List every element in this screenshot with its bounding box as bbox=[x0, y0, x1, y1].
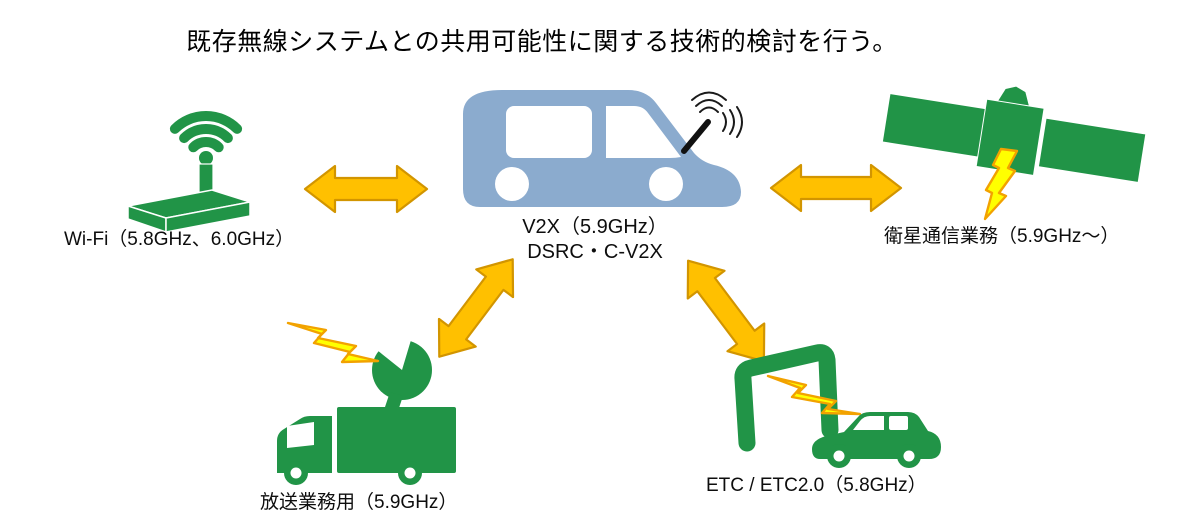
page-title: 既存無線システムとの共用可能性に関する技術的検討を行う。 bbox=[186, 28, 898, 56]
lightning-bolt-icon bbox=[766, 374, 862, 416]
car-antenna bbox=[681, 119, 711, 154]
antenna-wave-icon bbox=[691, 91, 727, 101]
truck-box bbox=[337, 407, 456, 473]
arrow-wifi-v2x bbox=[303, 164, 429, 214]
double-arrow-icon bbox=[769, 163, 903, 213]
arrow-v2x-broadcast bbox=[437, 258, 515, 358]
satellite-panel-left bbox=[882, 94, 990, 158]
truck-wheel-hub bbox=[290, 467, 302, 479]
wifi-label: Wi-Fi（5.8GHz、6.0GHz） bbox=[64, 229, 295, 250]
wifi-arc-medium bbox=[179, 124, 233, 144]
broadcast-label: 放送業務用（5.9GHz） bbox=[260, 492, 458, 513]
router-box-front bbox=[165, 201, 251, 233]
lightning-bolt-icon bbox=[286, 321, 380, 364]
wifi-arc-dot bbox=[199, 151, 213, 165]
truck-window bbox=[287, 422, 314, 448]
etc-label: ETC / ETC2.0（5.8GHz） bbox=[706, 475, 927, 496]
wifi-router-icon bbox=[127, 111, 251, 234]
etc-car-wheel-hub bbox=[903, 450, 915, 462]
etc-gantry bbox=[734, 344, 839, 452]
antenna-wave-icon bbox=[699, 106, 719, 113]
etc-car-wheel-hub bbox=[833, 450, 845, 462]
truck-wheel-hub bbox=[404, 467, 416, 479]
broadcast-truck-icon bbox=[277, 321, 456, 485]
wifi-arc-large bbox=[169, 111, 243, 134]
antenna-wave-icon bbox=[729, 109, 735, 135]
satellite-icon bbox=[882, 86, 1146, 221]
wifi-arc-small bbox=[188, 137, 224, 153]
antenna-wave-icon bbox=[722, 112, 727, 132]
v2x-label: V2X（5.9GHz） DSRC・C-V2X bbox=[445, 215, 745, 265]
double-arrow-icon bbox=[437, 258, 515, 358]
arrow-v2x-satellite bbox=[769, 163, 903, 213]
double-arrow-icon bbox=[303, 164, 429, 214]
etc-car-windshield bbox=[853, 416, 884, 430]
arrow-v2x-etc bbox=[686, 259, 766, 363]
car-wheel bbox=[649, 167, 683, 201]
car-rear-window bbox=[506, 106, 592, 158]
etc-gate-icon bbox=[734, 344, 941, 468]
etc-car-window bbox=[889, 416, 908, 430]
antenna-wave-icon bbox=[736, 106, 743, 138]
satellite-body-group bbox=[882, 86, 1146, 182]
car-wheel bbox=[495, 167, 529, 201]
car-windshield bbox=[606, 106, 681, 158]
double-arrow-icon bbox=[686, 259, 766, 363]
lightning-bolt-icon bbox=[983, 147, 1019, 221]
v2x-label-line1: V2X（5.9GHz） bbox=[522, 216, 668, 238]
satellite-panel-right bbox=[1038, 118, 1146, 182]
v2x-label-line2: DSRC・C-V2X bbox=[527, 241, 663, 263]
dish-opening bbox=[362, 330, 414, 370]
satellite-label: 衛星通信業務（5.9GHz～） bbox=[884, 226, 1120, 247]
v2x-car-icon bbox=[463, 90, 743, 207]
antenna-wave-icon bbox=[695, 99, 723, 107]
